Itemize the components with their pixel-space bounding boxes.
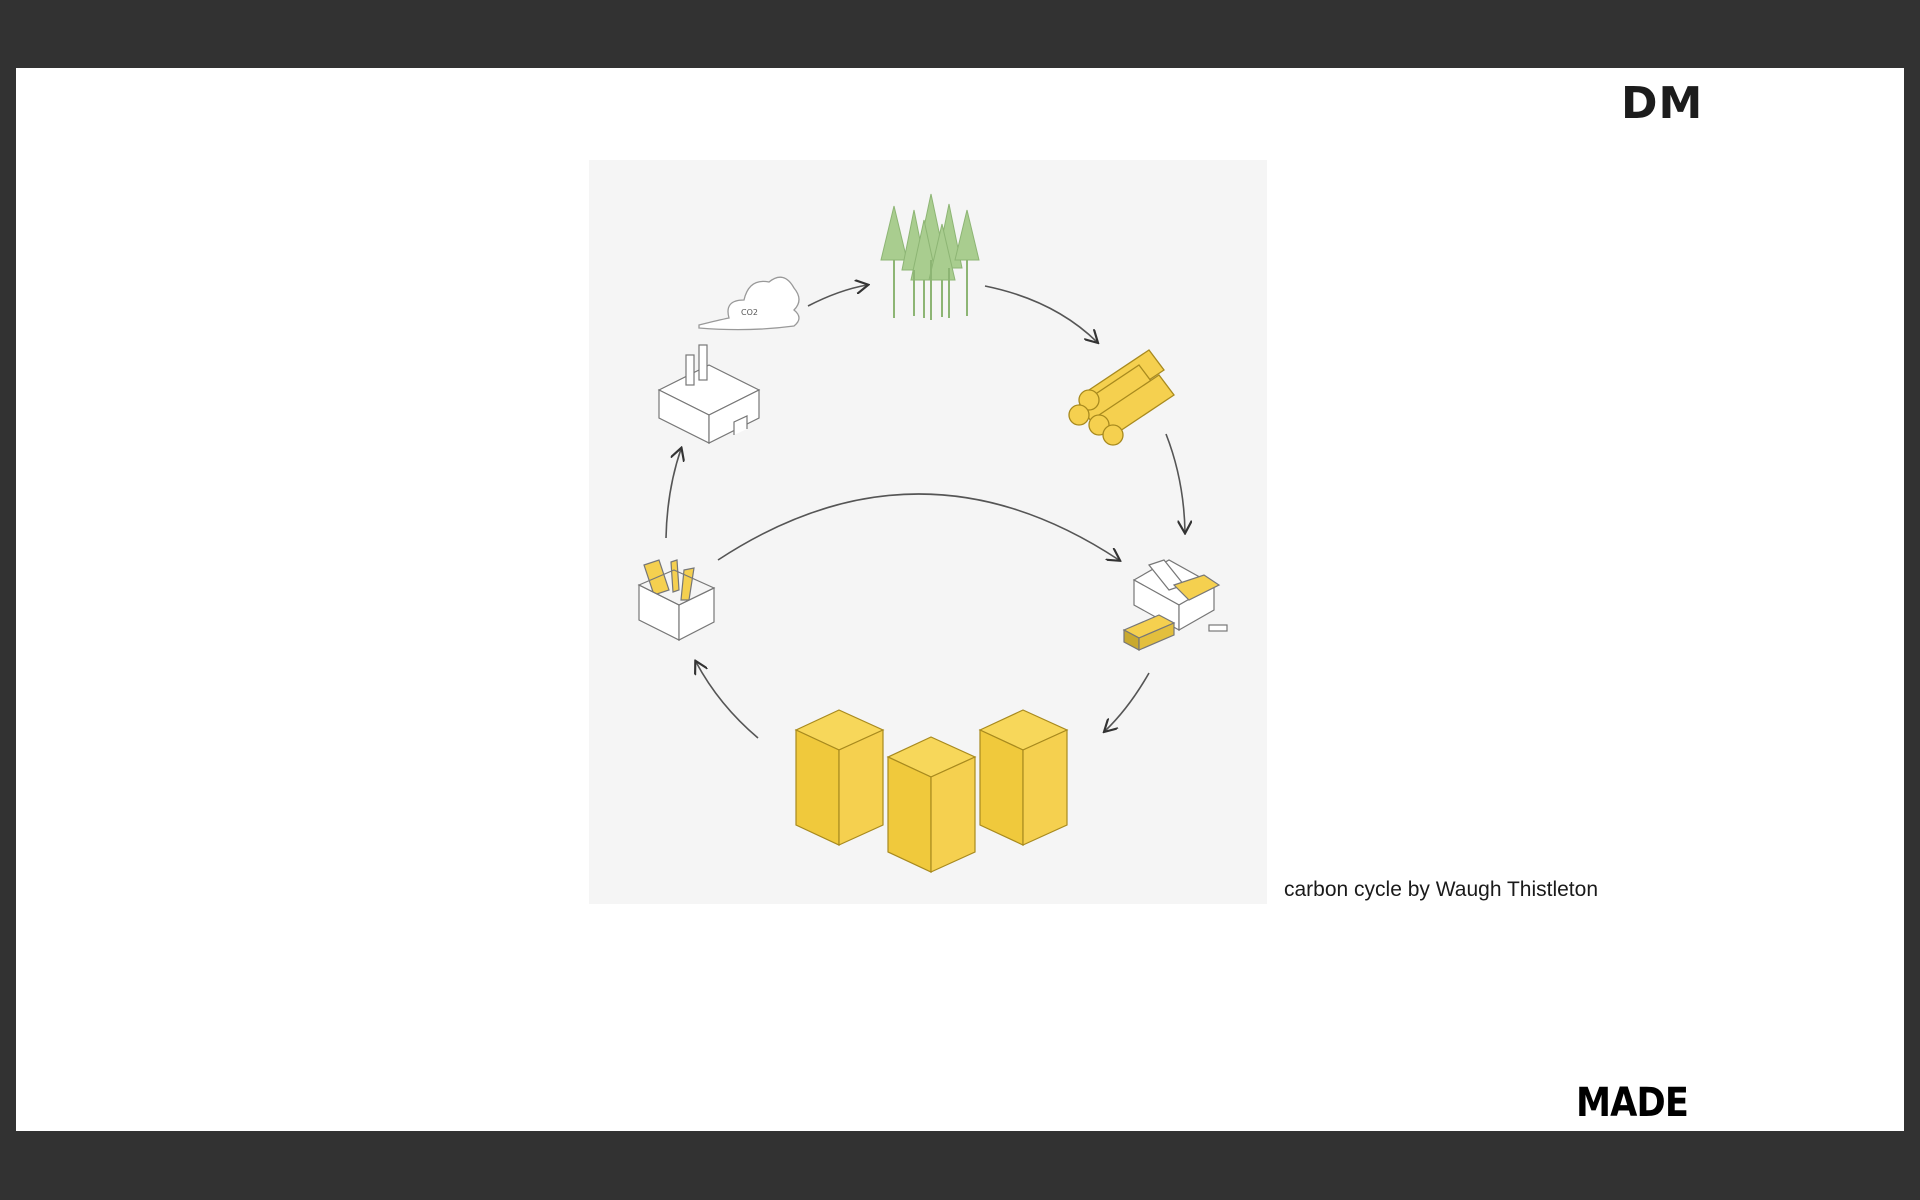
- svg-text:CO2: CO2: [741, 308, 758, 317]
- co2-cloud-icon: CO2: [698, 276, 800, 331]
- factory-icon: [657, 344, 761, 444]
- arrow-bin-to-sawmill: [717, 493, 1119, 560]
- dm-logo: DM: [1621, 78, 1704, 129]
- arrow-logs-to-sawmill: [1165, 433, 1185, 532]
- carbon-cycle-diagram: CO2: [589, 160, 1267, 904]
- figure-caption: carbon cycle by Waugh Thistleton: [1284, 878, 1598, 901]
- arrow-bin-to-factory: [665, 449, 681, 539]
- arrow-cloud-to-trees: [807, 285, 867, 307]
- sawmill-icon: [1122, 559, 1228, 651]
- arrow-buildings-to-bin: [696, 662, 759, 739]
- arrow-sawmill-to-buildings: [1105, 672, 1150, 731]
- cycle-arrows: [665, 285, 1185, 739]
- arrow-trees-to-logs: [984, 285, 1097, 342]
- waste-bin-icon: [637, 559, 716, 641]
- timber-buildings-icon: [794, 709, 1069, 873]
- trees-icon: [880, 193, 980, 320]
- logs-icon: [1068, 349, 1175, 446]
- made-logo: MADE: [1576, 1080, 1689, 1126]
